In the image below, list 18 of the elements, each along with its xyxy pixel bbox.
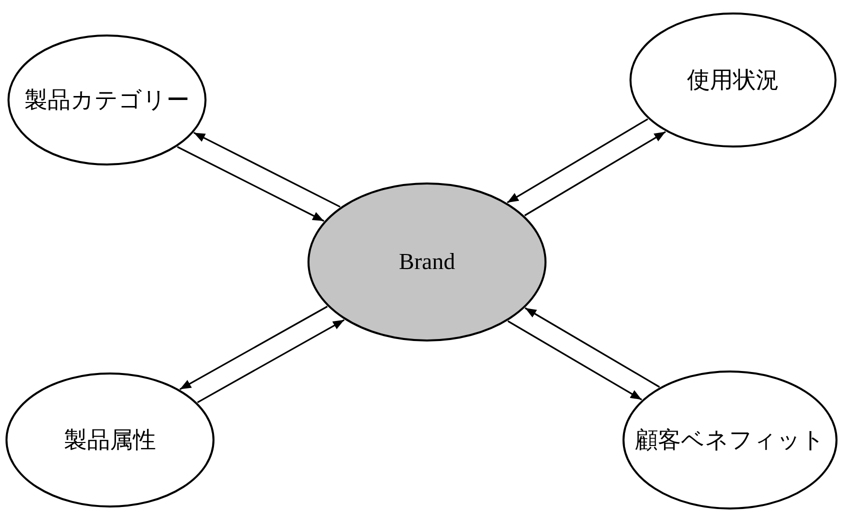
arrow [180,306,328,390]
arrow [524,131,666,216]
arrow [506,118,648,204]
arrow [193,132,340,208]
node-label: 使用状況 [686,66,780,94]
arrow [197,319,345,404]
node-label: 顧客ベネフィット [634,426,826,454]
node-label: 製品属性 [63,426,157,454]
ellipse-node [629,12,837,148]
node-label: 製品カテゴリー [24,86,190,114]
node-label: Brand [398,249,456,275]
arrow [177,146,324,222]
ellipse-node [622,370,838,510]
ellipse-node [7,34,207,166]
arrow [524,307,660,388]
arrow [508,320,642,400]
ellipse-node [307,182,547,342]
ellipse-node [5,372,215,508]
